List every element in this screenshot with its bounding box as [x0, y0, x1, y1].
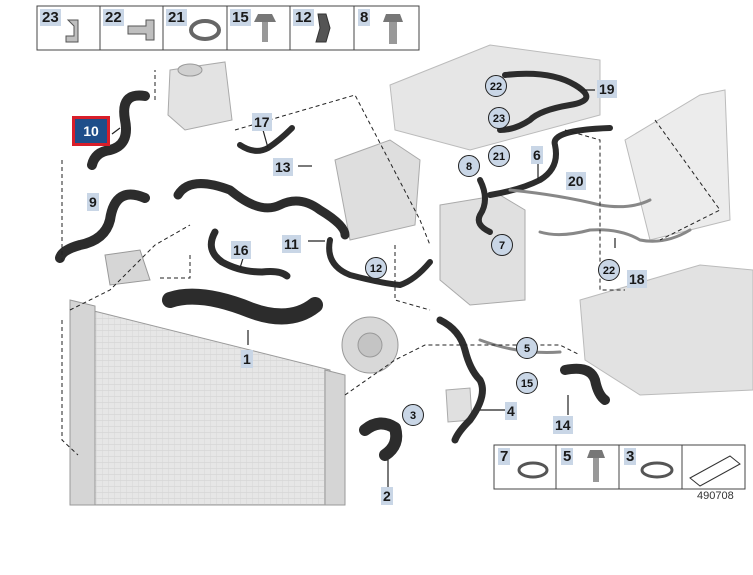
part-label-14[interactable]: 14: [553, 416, 573, 434]
circle-label-23[interactable]: 23: [488, 107, 510, 129]
connector-icon: [127, 19, 155, 41]
expansion-tank: [167, 61, 233, 131]
legend-bottom-box: [493, 444, 746, 490]
engine-block: [389, 44, 753, 396]
circle-label-22-right[interactable]: 22: [598, 259, 620, 281]
legend-label-12: 12: [293, 9, 314, 26]
legend-label-15: 15: [230, 9, 251, 26]
hoses: [55, 70, 692, 461]
legend-label-3: 3: [624, 448, 637, 465]
part-label-16[interactable]: 16: [231, 241, 251, 259]
bracket-icon: [315, 13, 331, 43]
part-label-2[interactable]: 2: [381, 487, 393, 505]
part-label-11[interactable]: 11: [282, 235, 301, 253]
circle-label-3[interactable]: 3: [402, 404, 424, 426]
circle-label-7[interactable]: 7: [491, 234, 513, 256]
part-label-6[interactable]: 6: [531, 146, 543, 164]
selected-part-label[interactable]: 10: [72, 116, 110, 146]
circle-label-12[interactable]: 12: [365, 257, 387, 279]
components: [104, 139, 526, 423]
part-label-13[interactable]: 13: [273, 158, 293, 176]
part-label-4[interactable]: 4: [505, 402, 517, 420]
bolt-icon: [254, 14, 276, 42]
circle-label-5[interactable]: 5: [516, 337, 538, 359]
dashed-leaders: [61, 70, 721, 456]
circle-label-21[interactable]: 21: [488, 145, 510, 167]
band-clamp-icon: [517, 461, 549, 479]
arrow-icon: [689, 455, 741, 487]
part-label-18[interactable]: 18: [627, 270, 647, 288]
circle-label-22-top[interactable]: 22: [485, 75, 507, 97]
legend-label-21: 21: [166, 9, 187, 26]
part-label-9[interactable]: 9: [87, 193, 99, 211]
clamp-icon: [65, 19, 79, 43]
band-clamp-icon: [640, 461, 674, 479]
legend-top-box: [36, 5, 420, 51]
circle-label-15[interactable]: 15: [516, 372, 538, 394]
circle-label-8[interactable]: 8: [458, 155, 480, 177]
diagram-reference-number: 490708: [697, 490, 734, 502]
part-label-19[interactable]: 19: [597, 80, 617, 98]
bolt-icon: [587, 450, 605, 482]
solid-leaders: [111, 89, 616, 488]
bolt-icon: [383, 14, 403, 44]
part-label-1[interactable]: 1: [241, 350, 253, 368]
part-label-17[interactable]: 17: [252, 113, 272, 131]
legend-label-23: 23: [40, 9, 61, 26]
legend-label-7: 7: [498, 448, 511, 465]
radiator: [69, 299, 346, 506]
legend-label-22: 22: [103, 9, 124, 26]
legend-label-5: 5: [561, 448, 574, 465]
hose-clamp-icon: [189, 19, 221, 41]
part-label-20[interactable]: 20: [566, 172, 586, 190]
legend-label-8: 8: [358, 9, 371, 26]
